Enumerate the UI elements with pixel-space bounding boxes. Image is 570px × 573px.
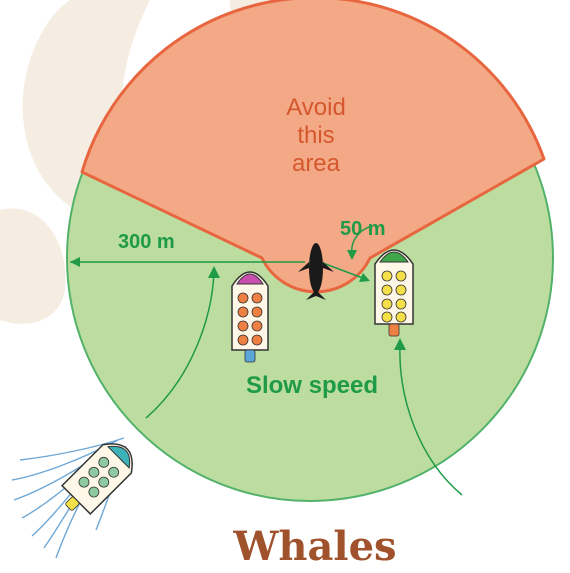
svg-text:this: this — [297, 122, 334, 149]
distance-50m-label: 50 m — [340, 218, 386, 240]
svg-text:Avoid: Avoid — [286, 94, 346, 121]
diagram-title: Whales — [232, 523, 396, 570]
boat-icon — [232, 272, 268, 362]
distance-300m-label: 300 m — [118, 231, 175, 253]
boat-icon — [54, 435, 141, 522]
slow-speed-label: Slow speed — [246, 372, 378, 399]
fast-boat — [12, 435, 141, 558]
boat-icon — [375, 250, 413, 336]
svg-text:area: area — [292, 150, 341, 177]
